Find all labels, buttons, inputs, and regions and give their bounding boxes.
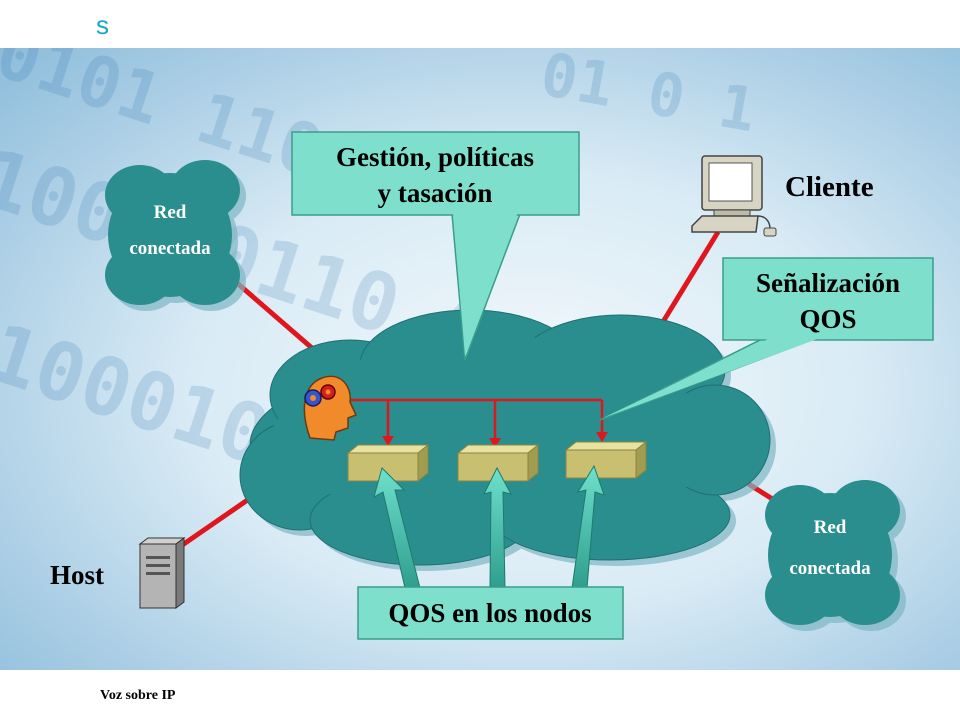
callout-management-line1: Gestión, políticas [336, 142, 534, 172]
qos-nodes-label-box: QOS en los nodos [357, 586, 624, 640]
policy-head-icon [303, 375, 358, 441]
link-client [655, 230, 721, 332]
client-label: Cliente [785, 171, 874, 203]
callout-management: Gestión, políticas y tasación [291, 131, 580, 361]
callout-signaling-line2: QOS [799, 304, 856, 334]
qos-arrows [373, 464, 605, 589]
core-network-cloud [239, 309, 776, 571]
callout-signaling: Señalización QOS [599, 257, 934, 421]
top-bar: s [0, 0, 960, 48]
control-lines [342, 398, 604, 440]
arrow-to-node-1 [373, 467, 421, 589]
host-label: Host [50, 560, 104, 590]
brand-logo: s [96, 10, 109, 40]
network-left-line2: conectada [129, 238, 211, 259]
network-left-line1: Red [154, 202, 187, 223]
footer-bar [0, 670, 960, 720]
callout-management-line2: y tasación [378, 178, 493, 208]
footer-text: Voz sobre IP [100, 688, 176, 703]
network-right-line1: Red [814, 517, 847, 538]
cloud-left-network [105, 160, 246, 311]
arrow-to-node-2 [483, 466, 512, 589]
host-server-icon [138, 537, 186, 609]
arrow-to-node-3 [571, 464, 605, 589]
client-computer-icon [691, 155, 777, 237]
cloud-right-network [765, 480, 906, 631]
control-arrowheads [382, 432, 608, 448]
network-right-line2: conectada [789, 558, 871, 579]
qos-node [456, 443, 540, 483]
qos-nodes-label: QOS en los nodos [388, 598, 591, 628]
qos-node [564, 440, 648, 480]
callout-signaling-line1: Señalización [756, 268, 900, 298]
